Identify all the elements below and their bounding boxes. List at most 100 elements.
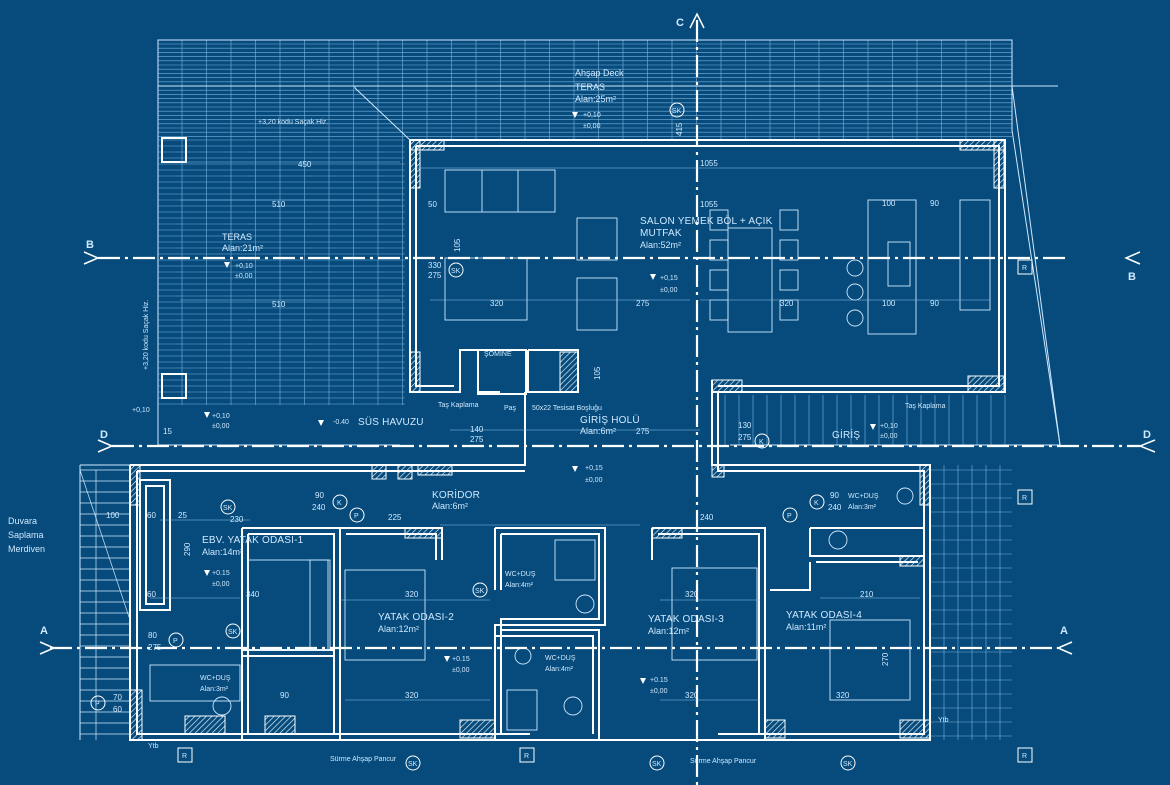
dim-105-hall: 105	[593, 366, 602, 380]
bedroom-2-level1: +0.15	[452, 656, 470, 663]
dim-320-b3: 320	[685, 590, 699, 599]
sk-text-6: SK	[408, 761, 418, 768]
dim-340: 340	[246, 590, 260, 599]
section-lines	[50, 20, 1140, 785]
pond-level2: ±0,00	[212, 423, 230, 430]
k-marker-giris	[754, 433, 770, 449]
stair-label-1: Duvara	[8, 516, 37, 526]
dim-290: 290	[183, 542, 192, 556]
misc-labels: +3,20 kodu Saçak Hiz. +3,20 kodu Saçak H…	[8, 119, 949, 765]
wc-3-area: Alan:4m²	[545, 666, 574, 673]
dim-60-a: 60	[147, 590, 156, 599]
p-marker-corr	[349, 507, 365, 523]
k-marker-east	[809, 494, 825, 510]
dim-320-b2: 320	[405, 590, 419, 599]
dim-275-stair: 275	[148, 643, 162, 652]
bedroom-2-name: YATAK ODASI-2	[378, 612, 454, 623]
wc-4-name: WC+DUŞ	[848, 493, 879, 500]
salon-level1: +0,15	[660, 275, 678, 282]
deck-sub: TERAS	[575, 82, 605, 92]
level-symbols	[204, 112, 876, 684]
shutter-label-right: Sürme Ahşap Pancur	[690, 758, 757, 765]
dim-15: 15	[163, 427, 172, 436]
dim-320-dining: 320	[780, 299, 794, 308]
sk-marker-bottom-1	[405, 755, 421, 771]
r-text-4: R	[1022, 495, 1027, 502]
wc-2-area: Alan:4m²	[505, 582, 534, 589]
left-level: +0,10	[132, 407, 150, 414]
pond-level1: +0,10	[212, 413, 230, 420]
r-text-3: R	[1022, 265, 1027, 272]
ytb-label-left: Ytb	[148, 743, 159, 750]
ytb-label-right: Ytb	[938, 717, 949, 724]
dim-90-top: 90	[930, 199, 939, 208]
dim-275-porch: 275	[738, 433, 752, 442]
fireplace-label: ŞÖMİNE	[484, 349, 512, 358]
r-text-5: R	[1022, 753, 1027, 760]
dim-240-east: 240	[700, 513, 714, 522]
axis-d-left: D	[100, 429, 108, 441]
bedroom-3-level1: +0.15	[650, 677, 668, 684]
k-text-1: K	[759, 439, 764, 446]
p-text-4: P	[787, 513, 792, 520]
r-marker-2	[519, 747, 535, 763]
dim-60-b: 60	[147, 511, 156, 520]
axis-markers	[39, 12, 1156, 655]
dim-1055-a: 1055	[700, 159, 718, 168]
wc-1-area: Alan:3m²	[200, 686, 229, 693]
dim-50: 50	[428, 200, 437, 209]
axis-d-right: D	[1143, 429, 1151, 441]
terrace-name: TERAS	[222, 232, 252, 242]
dim-275-salon: 275	[636, 299, 650, 308]
entrance-level1: +0,10	[880, 423, 898, 430]
dim-320-b2-bot: 320	[405, 691, 419, 700]
bedroom-2-level2: ±0,00	[452, 667, 470, 674]
stone-cladding-right: Taş Kaplama	[905, 403, 946, 410]
dim-100-kitchen: 100	[882, 299, 896, 308]
entrance-hall-area: Alan:6m²	[580, 426, 616, 436]
stair-label-2: Saplama	[8, 530, 44, 540]
deck-level2: ±0,00	[583, 123, 601, 130]
r-marker-5	[1017, 747, 1033, 763]
k-text-3: K	[814, 500, 819, 507]
sk-text-3: SK	[223, 505, 233, 512]
deck-area: Alan:25m²	[575, 94, 616, 104]
axis-c-top: C	[676, 17, 684, 29]
sk-marker-deck	[669, 102, 685, 118]
master-bedroom-name: EBV. YATAK ODASI-1	[202, 535, 304, 546]
dim-90-east: 90	[830, 491, 839, 500]
shutter-label-left: Sürme Ahşap Pancur	[330, 756, 397, 763]
p-marker-stair	[168, 632, 184, 648]
dim-130: 130	[738, 421, 752, 430]
entrance-level2: ±0,00	[880, 433, 898, 440]
master-bedroom-level1: +0.15	[212, 570, 230, 577]
stair-label-3: Merdiven	[8, 544, 45, 554]
sk-text-1: SK	[451, 268, 461, 275]
dim-415: 415	[675, 122, 684, 136]
dim-25: 25	[178, 511, 187, 520]
dim-60-c: 60	[113, 705, 122, 714]
master-bedroom-level2: ±0,00	[212, 581, 230, 588]
dim-90-kitchen: 90	[930, 299, 939, 308]
shaft-label: Paş	[504, 405, 517, 412]
bedroom-4-area: Alan:11m²	[786, 622, 826, 632]
dimension-lines	[150, 161, 999, 701]
stone-cladding-left: Taş Kaplama	[438, 402, 479, 409]
dim-330: 330	[428, 261, 442, 270]
corridor-name: KORİDOR	[432, 488, 480, 501]
sk-marker-bottom-2	[649, 755, 665, 771]
dim-225: 225	[388, 513, 402, 522]
hatched-walls	[129, 139, 1005, 741]
dim-90-corr: 90	[315, 491, 324, 500]
deck-level1: +0,10	[583, 112, 601, 119]
dim-240-wc: 240	[828, 503, 842, 512]
deck-name: Ahşap Deck	[575, 68, 624, 78]
terrace-grid	[158, 40, 1012, 740]
master-bedroom-area: Alan:14m²	[202, 547, 243, 557]
axis-letters: B B D D A A C	[40, 17, 1151, 637]
dim-270: 270	[881, 652, 890, 666]
salon-name-2: MUTFAK	[640, 228, 682, 239]
dim-450: 450	[298, 160, 312, 169]
sk-text-5: SK	[475, 588, 485, 595]
